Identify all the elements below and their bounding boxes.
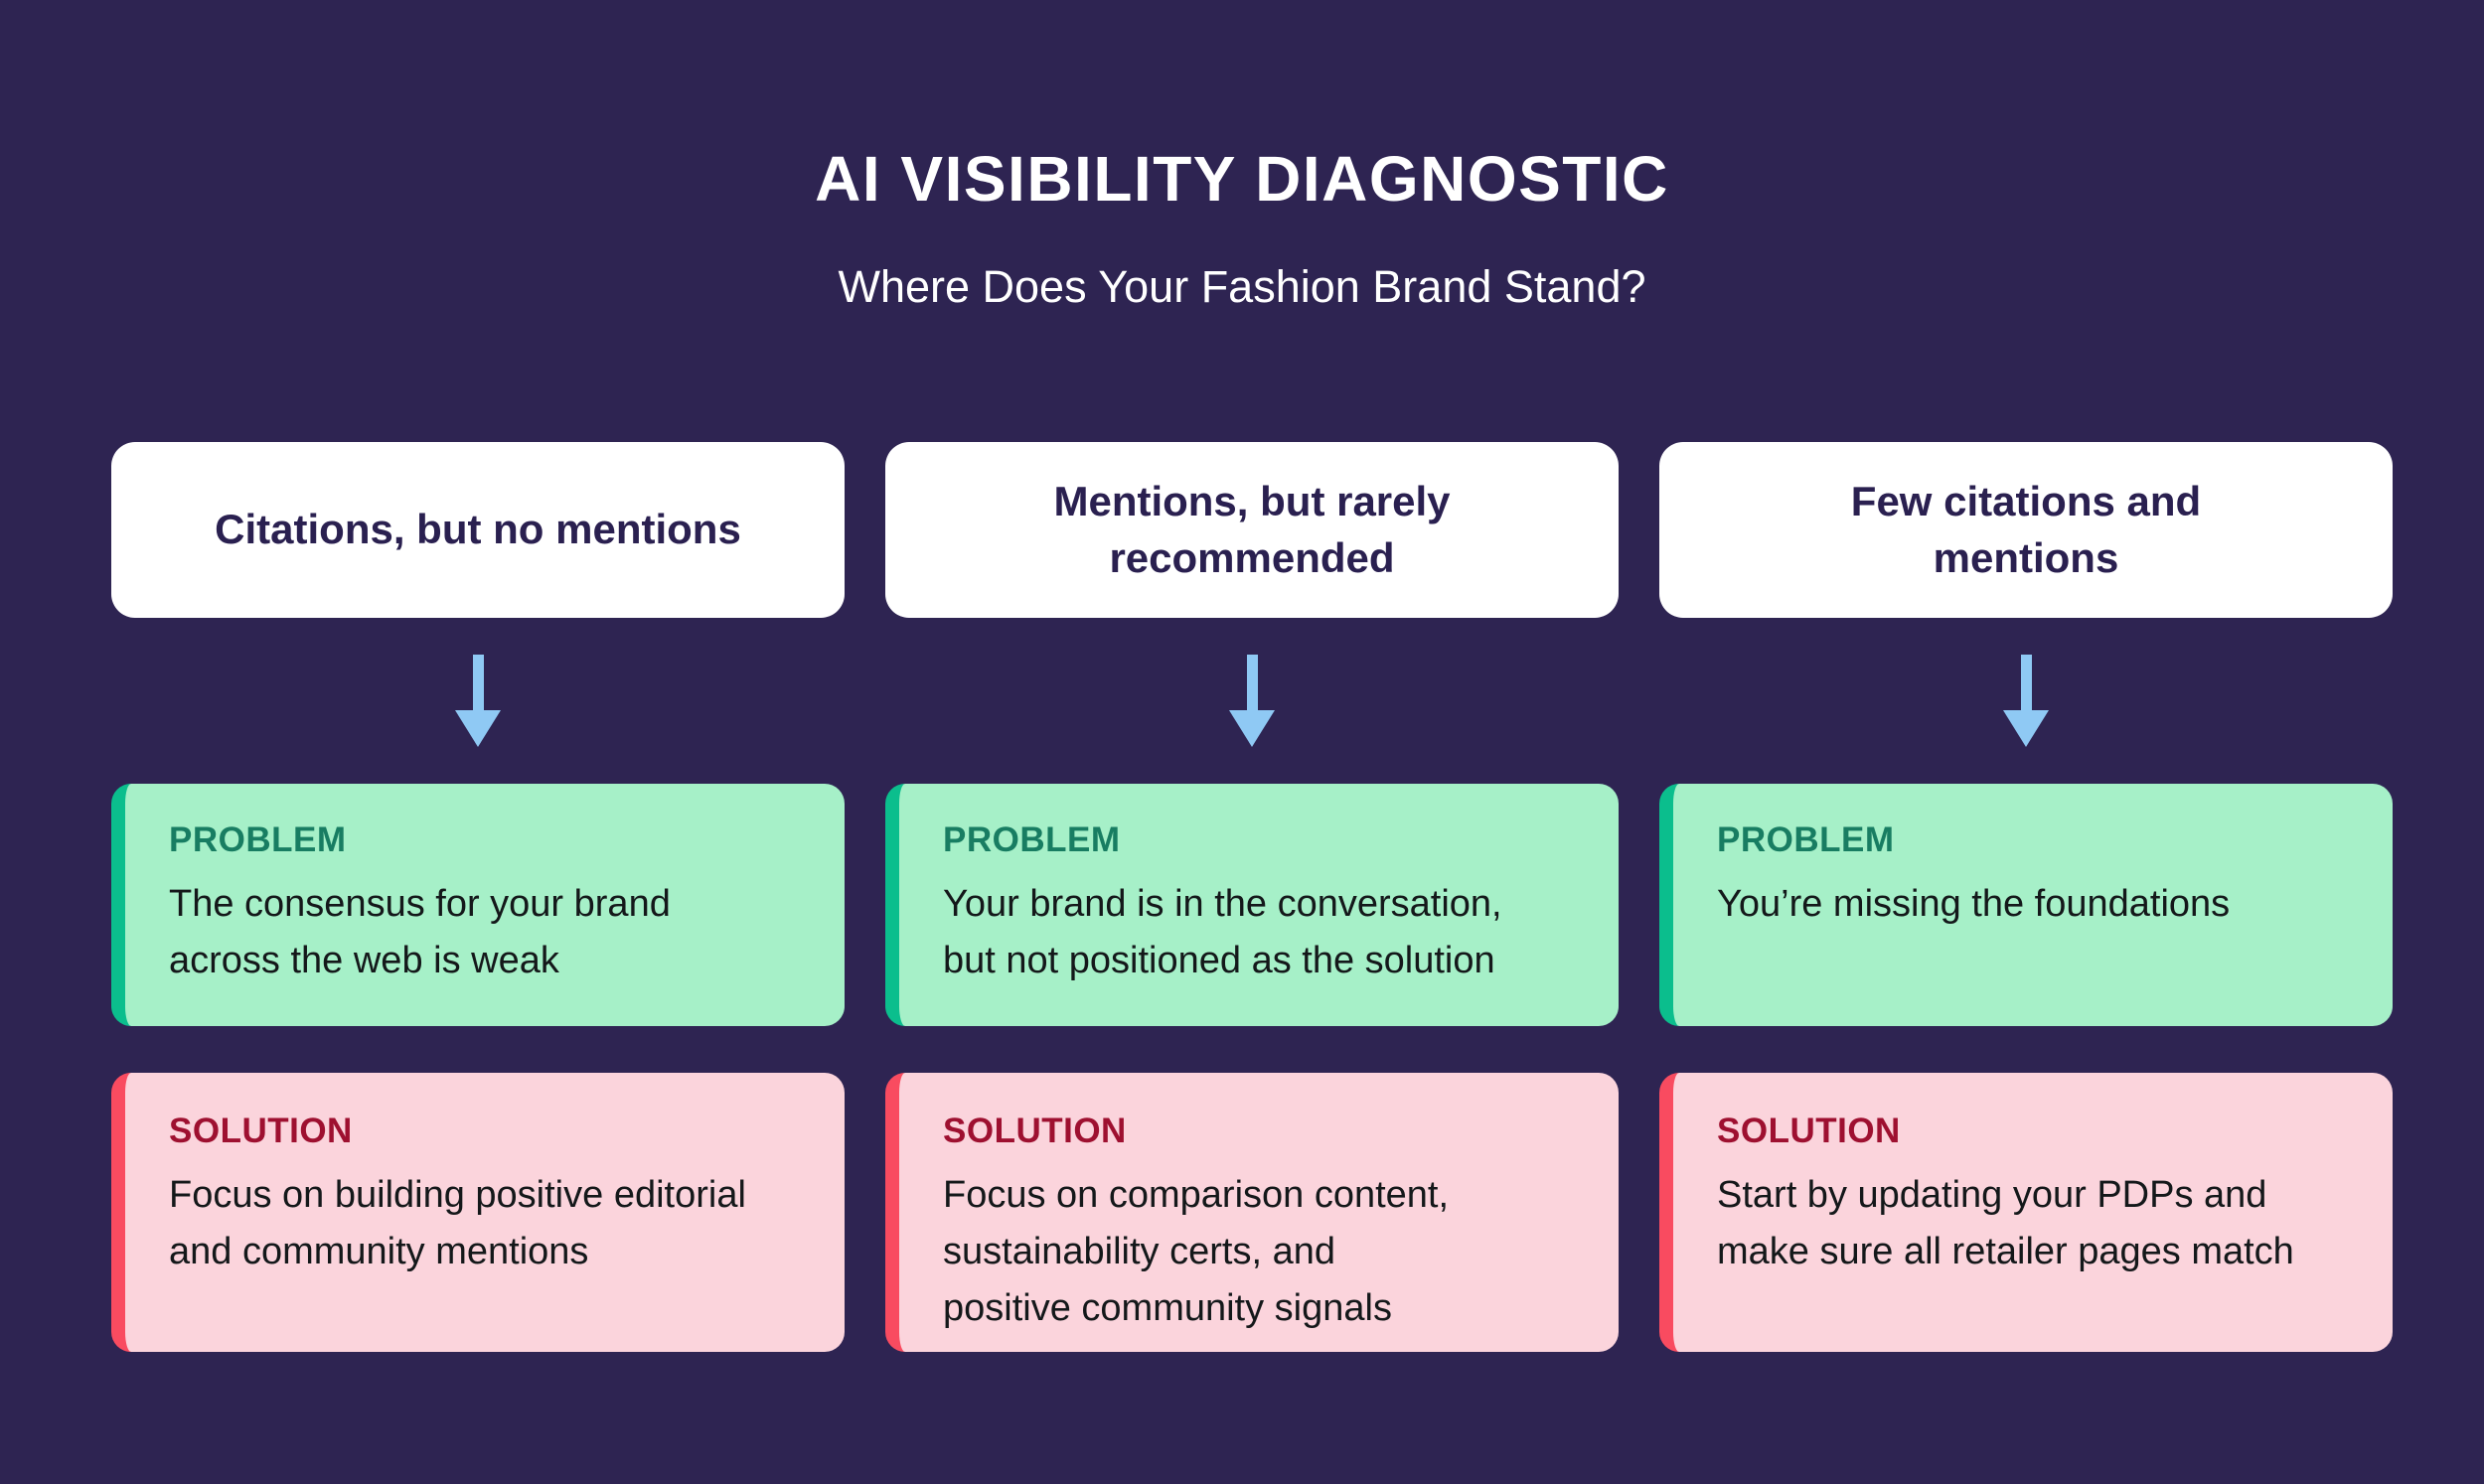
solution-card: SOLUTION Start by updating your PDPs and…: [1659, 1073, 2393, 1352]
arrow-zone: [111, 618, 845, 784]
diagnostic-grid: Citations, but no mentions PROBLEM The c…: [111, 442, 2393, 1352]
arrow-head: [455, 710, 501, 747]
solution-text: Start by updating your PDPs and make sur…: [1717, 1174, 2294, 1272]
problem-text: Your brand is in the conversation, but n…: [943, 883, 1502, 981]
scenario-card: Mentions, but rarely recommended: [885, 442, 1619, 618]
solution-card: SOLUTION Focus on comparison content, su…: [885, 1073, 1619, 1352]
solution-text: Focus on comparison content, sustainabil…: [943, 1174, 1450, 1329]
down-arrow-icon: [455, 655, 501, 747]
column-few-citations-and-mentions: Few citations and mentions PROBLEM You’r…: [1659, 442, 2393, 1352]
solution-card: SOLUTION Focus on building positive edit…: [111, 1073, 845, 1352]
down-arrow-icon: [1229, 655, 1275, 747]
scenario-label: Few citations and mentions: [1850, 477, 2202, 581]
arrow-zone: [1659, 618, 2393, 784]
arrow-stem: [1246, 655, 1258, 710]
arrow-head: [2003, 710, 2049, 747]
problem-label: PROBLEM: [943, 820, 1121, 859]
arrow-stem: [2020, 655, 2032, 710]
solution-label: SOLUTION: [943, 1112, 1127, 1150]
solution-text: Focus on building positive editorial and…: [169, 1174, 746, 1272]
down-arrow-icon: [2003, 655, 2049, 747]
page-subtitle: Where Does Your Fashion Brand Stand?: [838, 261, 1646, 312]
scenario-label: Citations, but no mentions: [215, 506, 741, 553]
arrow-stem: [472, 655, 484, 710]
solution-label: SOLUTION: [169, 1112, 353, 1150]
column-mentions-rarely-recommended: Mentions, but rarely recommended PROBLEM…: [885, 442, 1619, 1352]
scenario-card: Few citations and mentions: [1659, 442, 2393, 618]
problem-card: PROBLEM The consensus for your brand acr…: [111, 784, 845, 1026]
scenario-label: Mentions, but rarely recommended: [1053, 477, 1451, 581]
arrow-head: [1229, 710, 1275, 747]
problem-label: PROBLEM: [1717, 820, 1895, 859]
problem-card: PROBLEM Your brand is in the conversatio…: [885, 784, 1619, 1026]
problem-text: The consensus for your brand across the …: [169, 883, 671, 981]
problem-text: You’re missing the foundations: [1717, 883, 2231, 925]
problem-card: PROBLEM You’re missing the foundations: [1659, 784, 2393, 1026]
problem-label: PROBLEM: [169, 820, 347, 859]
column-citations-no-mentions: Citations, but no mentions PROBLEM The c…: [111, 442, 845, 1352]
page-title: AI VISIBILITY DIAGNOSTIC: [815, 143, 1669, 215]
scenario-card: Citations, but no mentions: [111, 442, 845, 618]
arrow-zone: [885, 618, 1619, 784]
solution-label: SOLUTION: [1717, 1112, 1901, 1150]
